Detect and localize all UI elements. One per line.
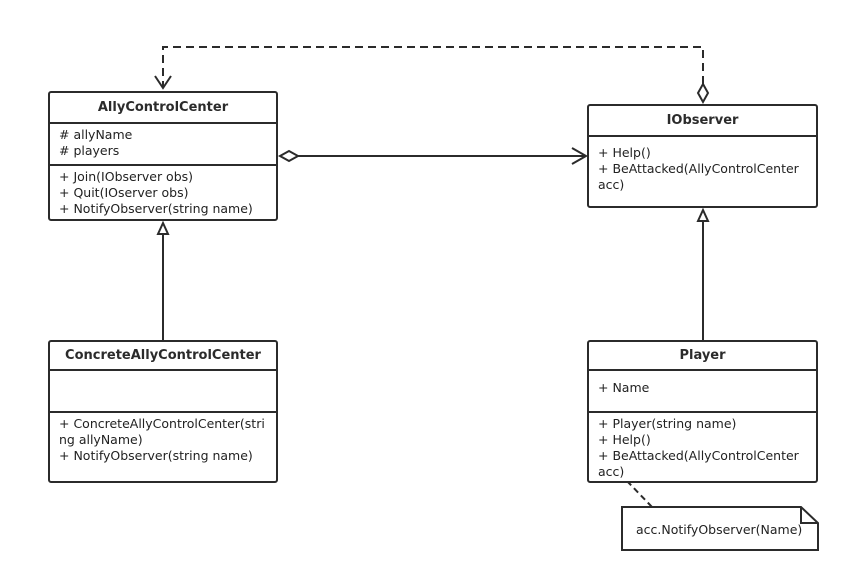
note-anchor-line xyxy=(626,480,653,508)
method: + BeAttacked(AllyControlCenter acc) xyxy=(598,161,803,192)
attributes-section: + Name xyxy=(589,371,816,413)
methods-section: + ConcreteAllyControlCenter(string allyN… xyxy=(50,413,276,464)
class-name: Player xyxy=(589,342,816,371)
method: + Help() xyxy=(598,145,651,160)
method: + NotifyObserver(string name) xyxy=(59,201,253,216)
dependency-connector xyxy=(162,46,704,88)
class-name: IObserver xyxy=(589,106,816,137)
realization-triangle xyxy=(696,207,710,222)
method: + NotifyObserver(string name) xyxy=(59,448,253,463)
aggregation-arrowhead xyxy=(571,147,589,165)
note-fold xyxy=(800,507,818,524)
dependency-diamond-end xyxy=(696,81,710,105)
class-name: AllyControlCenter xyxy=(50,93,276,124)
class-ally-control-center: AllyControlCenter # allyName # players +… xyxy=(48,91,278,221)
method: + Help() xyxy=(598,432,651,447)
method: + Quit(IOserver obs) xyxy=(59,185,189,200)
dependency-arrowhead xyxy=(154,75,172,90)
note-shape xyxy=(621,506,819,551)
class-player: Player + Name + Player(string name) + He… xyxy=(587,340,818,483)
aggregation-diamond xyxy=(277,149,301,163)
class-name: ConcreteAllyControlCenter xyxy=(50,342,276,371)
attribute: # allyName xyxy=(59,127,133,142)
method: + ConcreteAllyControlCenter(string allyN… xyxy=(59,416,265,447)
class-concrete-ally-control-center: ConcreteAllyControlCenter + ConcreteAlly… xyxy=(48,340,278,483)
method: + Player(string name) xyxy=(598,416,737,431)
attributes-section xyxy=(50,371,276,413)
attributes-section: # allyName # players xyxy=(50,124,276,166)
generalization-triangle xyxy=(156,220,170,235)
method: + Join(IObserver obs) xyxy=(59,169,194,184)
attribute: # players xyxy=(59,143,120,158)
methods-section: + Join(IObserver obs) + Quit(IOserver ob… xyxy=(50,166,276,217)
methods-section: + Help() + BeAttacked(AllyControlCenter … xyxy=(589,137,816,193)
methods-section: + Player(string name) + Help() + BeAttac… xyxy=(589,413,816,480)
note-text: acc.NotifyObserver(Name) xyxy=(636,522,802,537)
class-iobserver: IObserver + Help() + BeAttacked(AllyCont… xyxy=(587,104,818,208)
attribute: + Name xyxy=(598,380,650,395)
method: + BeAttacked(AllyControlCenter acc) xyxy=(598,448,803,479)
